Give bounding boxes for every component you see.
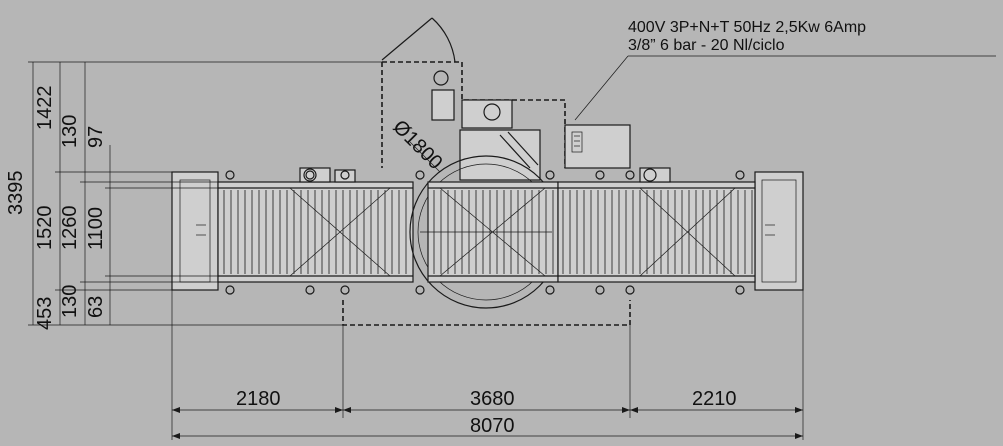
vertical-dimensions: 3395 1422 1520 453 130 1260 130 97 1100 … <box>5 61 382 330</box>
support-foot <box>545 285 555 295</box>
support-foot <box>225 170 235 180</box>
dim-center-length: 3680 <box>470 388 515 410</box>
support-foot <box>595 170 605 180</box>
right-end-stop <box>754 171 804 291</box>
support-foot <box>340 170 350 180</box>
support-foot <box>305 170 315 180</box>
spec-callout: 400V 3P+N+T 50Hz 2,5Kw 6Amp 3/8” 6 bar -… <box>574 19 996 121</box>
dim-middle-height: 1520 <box>34 206 56 251</box>
left-conveyor <box>217 167 414 283</box>
dim-left-length: 2180 <box>236 388 281 410</box>
dim-right-length: 2210 <box>692 388 737 410</box>
dim-core-top: 97 <box>85 126 107 148</box>
support-foot <box>735 285 745 295</box>
dim-inner-bottom: 130 <box>59 285 81 318</box>
horizontal-dimensions: 2180 3680 2210 8070 <box>171 290 804 440</box>
support-foot <box>735 170 745 180</box>
dim-total-height: 3395 <box>5 171 27 216</box>
left-rollers <box>223 190 407 274</box>
support-foot <box>305 285 315 295</box>
left-end-stop <box>171 171 219 291</box>
electrical-spec: 400V 3P+N+T 50Hz 2,5Kw 6Amp <box>628 19 866 36</box>
door-swing <box>381 17 456 63</box>
support-foot <box>545 170 555 180</box>
right-rollers <box>562 190 753 274</box>
support-feet <box>225 170 745 295</box>
support-foot <box>625 285 635 295</box>
dim-core-bottom: 63 <box>85 296 107 318</box>
control-panel <box>564 124 631 169</box>
dim-bottom-height: 453 <box>34 297 56 330</box>
support-foot <box>625 170 635 180</box>
support-foot <box>415 285 425 295</box>
pneumatic-spec: 3/8” 6 bar - 20 Nl/ciclo <box>628 37 785 54</box>
dim-inner-top: 130 <box>59 115 81 148</box>
dim-total-length: 8070 <box>470 415 515 437</box>
support-foot <box>595 285 605 295</box>
dim-inner-middle: 1260 <box>59 206 81 251</box>
right-conveyor <box>557 167 756 283</box>
safety-fence <box>342 61 631 326</box>
turntable-diameter: Ø1800 <box>388 116 446 174</box>
turntable: Ø1800 <box>388 70 563 309</box>
support-foot <box>225 285 235 295</box>
support-foot <box>340 285 350 295</box>
dim-top-height: 1422 <box>34 86 56 131</box>
support-foot <box>415 170 425 180</box>
dim-core-middle: 1100 <box>85 207 107 250</box>
